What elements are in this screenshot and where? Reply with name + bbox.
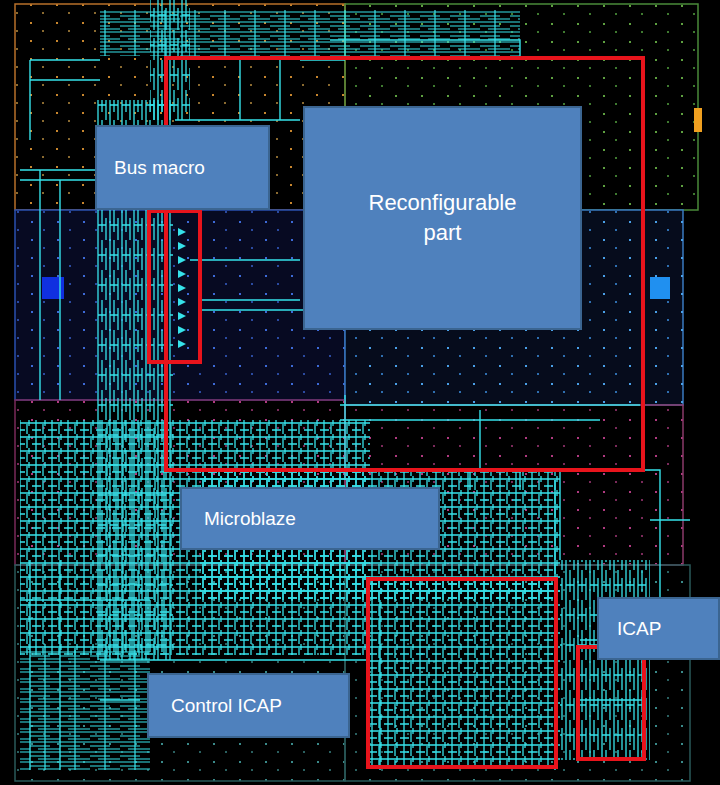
label-box: ICAP	[597, 597, 720, 660]
routing-wires	[20, 0, 690, 770]
highlight-frame	[368, 579, 556, 767]
label-box: Control ICAP	[147, 673, 350, 738]
block-marker	[694, 108, 702, 132]
label-text: Reconfigurable part	[355, 188, 530, 247]
block-marker	[650, 277, 670, 299]
region-tiles	[15, 4, 698, 781]
highlight-frame	[166, 58, 643, 470]
label-box: Bus macro	[95, 125, 270, 210]
routing-wires	[20, 650, 150, 770]
region-tile	[15, 210, 345, 400]
label-text: ICAP	[617, 616, 661, 642]
highlight-frame	[149, 211, 200, 362]
bus-macro-arrows	[178, 228, 186, 348]
routing-wires	[20, 40, 690, 770]
highlight-frame	[578, 647, 644, 759]
label-box: Reconfigurable part	[303, 106, 582, 330]
label-text: Bus macro	[114, 155, 205, 181]
label-text: Microblaze	[204, 506, 296, 532]
routing-wires	[560, 560, 650, 760]
label-box: Microblaze	[180, 487, 440, 550]
routing-wires	[370, 580, 560, 765]
label-text: Control ICAP	[171, 693, 282, 719]
region-tile	[15, 210, 345, 400]
arrow-symbol	[178, 228, 186, 348]
